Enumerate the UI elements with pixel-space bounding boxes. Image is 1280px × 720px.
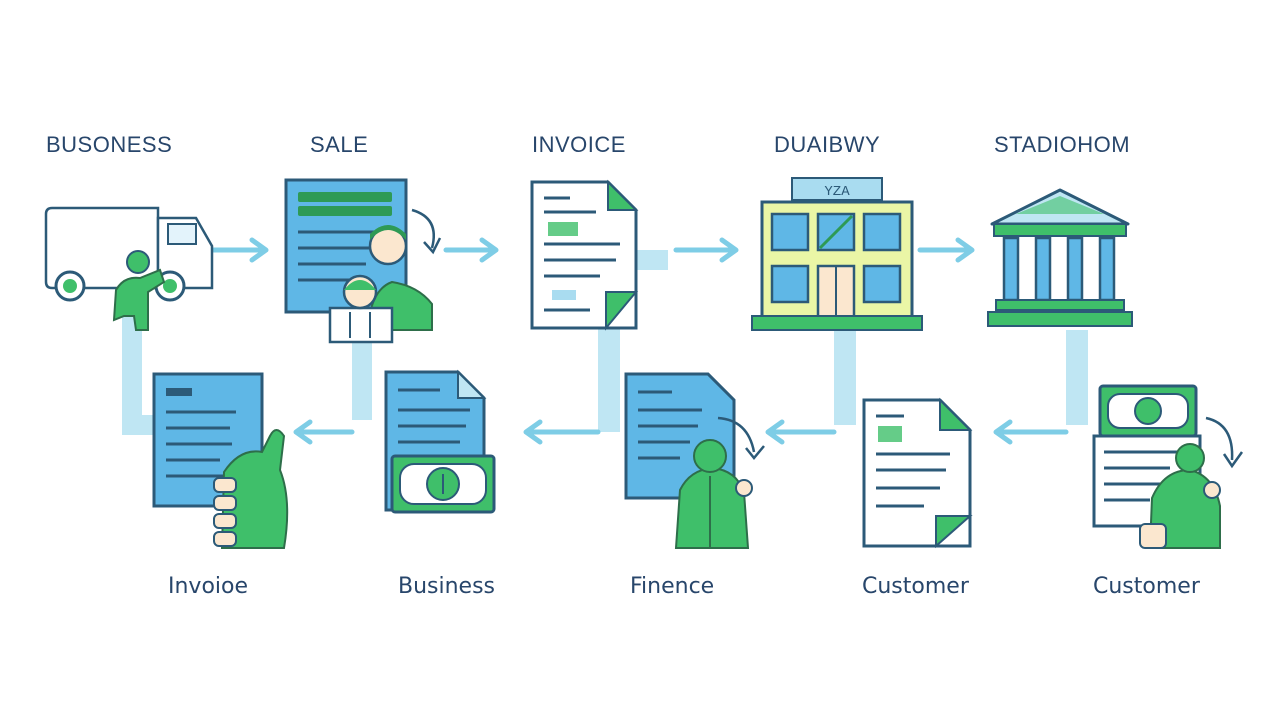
arrow-right-icon <box>917 237 975 263</box>
connector-band <box>122 415 156 435</box>
flow-arrows <box>209 237 1069 445</box>
top-label-2: SALE <box>310 132 369 157</box>
customer-person-icon <box>1139 443 1221 549</box>
connector-band <box>1066 330 1088 425</box>
bottom-label-4: Customer <box>862 574 969 599</box>
banknote-icon <box>390 454 496 514</box>
hand-holding-coins-icon <box>213 429 289 549</box>
arrow-right-icon <box>443 237 499 263</box>
bottom-label-3: Finence <box>630 574 715 599</box>
top-label-3: INVOICE <box>532 132 626 157</box>
customer-payment-icon <box>1092 384 1244 549</box>
delivery-truck-icon <box>44 206 214 331</box>
bottom-label-1: Invoioe <box>168 574 249 599</box>
banknote-icon <box>1098 384 1198 438</box>
arrow-right-icon <box>673 237 739 263</box>
curved-arrow-icon <box>1205 416 1234 461</box>
courier-person-icon <box>112 250 166 331</box>
bottom-label-2: Business <box>398 574 496 599</box>
top-label-4: DUAIBWY <box>774 132 881 157</box>
invoice-document-icon <box>530 179 639 331</box>
building-sign-text: YZA <box>824 184 850 200</box>
connector-band <box>352 330 372 420</box>
bank-icon <box>987 188 1133 327</box>
finance-person-icon <box>674 439 753 549</box>
top-label-1: BUSONESS <box>46 132 173 157</box>
arrow-left-icon <box>993 419 1069 445</box>
top-label-5: STADIOHOM <box>994 132 1131 157</box>
customer-document-icon <box>862 397 973 549</box>
finance-document-with-person-icon <box>624 372 765 549</box>
arrow-left-icon <box>293 419 355 445</box>
sales-document-with-people-icon <box>284 178 442 344</box>
arrow-right-icon <box>209 237 269 263</box>
customer-person-icon <box>328 274 394 344</box>
curved-arrow-icon <box>411 208 435 249</box>
bottom-label-5: Customer <box>1093 574 1200 599</box>
arrow-left-icon <box>523 419 601 445</box>
arrow-left-icon <box>765 419 837 445</box>
curved-arrow-icon <box>717 416 756 453</box>
invoice-with-hand-icon <box>152 372 289 549</box>
office-building-icon: YZA <box>751 177 923 331</box>
connector-band <box>122 300 142 435</box>
connector-band <box>834 330 856 425</box>
document-with-cash-icon <box>384 369 496 514</box>
